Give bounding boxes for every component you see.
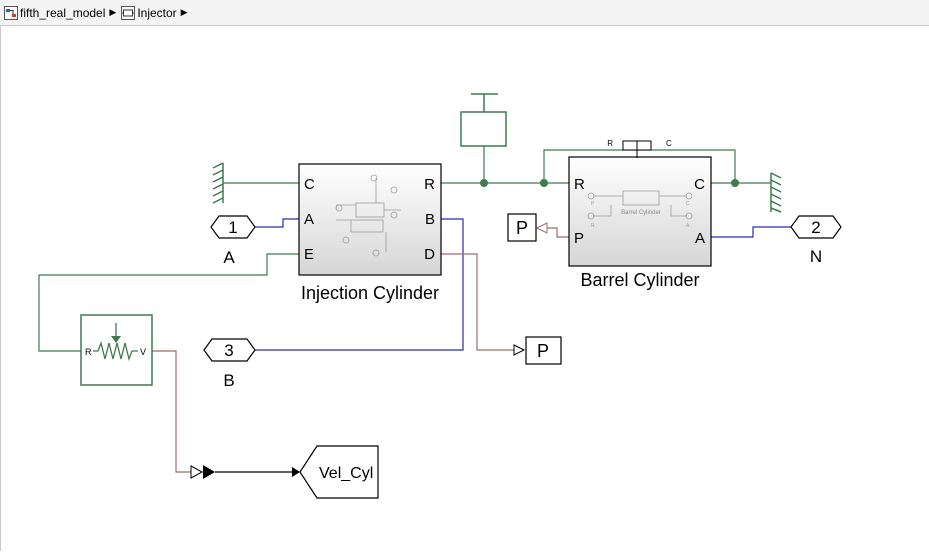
goto-vel-cyl[interactable]: Vel_Cyl — [299, 445, 379, 499]
breadcrumb-model-label: fifth_real_model — [20, 5, 106, 20]
barrel-cylinder-label: Barrel Cylinder — [580, 270, 699, 290]
inport-1-number: 1 — [228, 218, 237, 237]
subsystem-icon — [121, 5, 136, 20]
breadcrumb-subsystem[interactable]: Injector — [121, 5, 177, 20]
velocity-sensor-block[interactable]: R V — [80, 314, 153, 386]
injection-port-a: A — [304, 211, 314, 228]
model-icon — [4, 5, 18, 20]
injection-port-r: R — [424, 176, 435, 193]
injection-port-e: E — [304, 246, 314, 263]
junction — [480, 179, 488, 187]
barrel-port-c: C — [694, 176, 705, 193]
diagram: C A E R B D Injection Cylinder Barrel Cy… — [38, 93, 842, 499]
line-barrel-a-out2[interactable] — [711, 226, 791, 238]
ps-simulink-converter[interactable] — [190, 465, 215, 479]
outport-2[interactable]: 2 — [790, 215, 842, 239]
line-in1-to-a[interactable] — [255, 218, 299, 228]
line-sensor-v-to-conv[interactable] — [152, 350, 191, 473]
injection-port-d: D — [424, 246, 435, 263]
sensor-port-r: R — [85, 347, 92, 357]
goto-p-bottom-label: P — [537, 341, 549, 361]
barrel-port-p: P — [574, 230, 584, 247]
inport-1[interactable]: 1 — [210, 215, 256, 239]
barrel-cylinder-block[interactable]: Barrel Cylinder P R C A R P C A R C — [568, 139, 712, 267]
chevron-right-icon: ▶ — [109, 7, 117, 17]
breadcrumb: fifth_real_model ▶ Injector ▶ — [0, 0, 929, 26]
barrel-top-connector — [622, 140, 652, 158]
model-canvas[interactable]: C A E R B D Injection Cylinder Barrel Cy… — [0, 26, 929, 551]
inport-3-number: 3 — [224, 341, 233, 360]
injection-cylinder-label: Injection Cylinder — [301, 283, 439, 303]
goto-p-top-label: P — [516, 218, 528, 238]
damper-block[interactable] — [460, 93, 507, 147]
cylinder-icon — [587, 190, 693, 220]
inport-3-label: B — [223, 371, 234, 390]
barrel-inner-c: C — [686, 201, 690, 207]
junction — [731, 179, 739, 187]
wiper-arrow-icon — [111, 336, 121, 343]
outport-2-label: N — [810, 247, 822, 266]
outport-2-number: 2 — [811, 218, 820, 237]
sensor-port-v: V — [140, 347, 146, 357]
barrel-port-r: R — [574, 176, 585, 193]
resistor-icon — [93, 323, 138, 362]
mechanical-ground-right[interactable] — [770, 172, 782, 213]
barrel-inner-a: A — [686, 223, 690, 229]
line-b-to-in3[interactable] — [255, 218, 464, 351]
mechanical-ground-left[interactable] — [212, 162, 224, 204]
breadcrumb-model[interactable]: fifth_real_model — [4, 5, 106, 20]
line-e-to-sensor[interactable] — [38, 253, 299, 352]
goto-p-top[interactable]: P — [507, 213, 537, 242]
arrow-to-p-top — [535, 222, 548, 234]
line-barrel-p-to-p[interactable] — [546, 227, 569, 238]
barrel-port-a: A — [695, 230, 705, 247]
injection-cylinder-block[interactable]: C A E R B D — [298, 163, 442, 276]
hydraulic-circuit-icon — [335, 174, 401, 257]
barrel-inner-p: P — [591, 201, 595, 207]
goto-p-bottom[interactable]: P — [525, 336, 562, 365]
arrow-to-vel — [292, 467, 300, 477]
chevron-right-icon: ▶ — [180, 7, 188, 17]
barrel-top-r: R — [607, 139, 613, 148]
junction — [540, 179, 548, 187]
injection-port-c: C — [304, 176, 315, 193]
goto-vel-label: Vel_Cyl — [319, 465, 373, 482]
breadcrumb-subsystem-label: Injector — [137, 5, 177, 20]
injection-port-b: B — [425, 211, 435, 228]
barrel-icon-text: Barrel Cylinder — [621, 210, 661, 216]
barrel-top-c: C — [666, 139, 672, 148]
line-d-to-p[interactable] — [441, 253, 517, 351]
barrel-inner-r: R — [591, 223, 595, 229]
inport-3[interactable]: 3 — [203, 338, 256, 362]
arrow-to-p — [513, 344, 526, 356]
inport-1-label: A — [223, 248, 235, 267]
